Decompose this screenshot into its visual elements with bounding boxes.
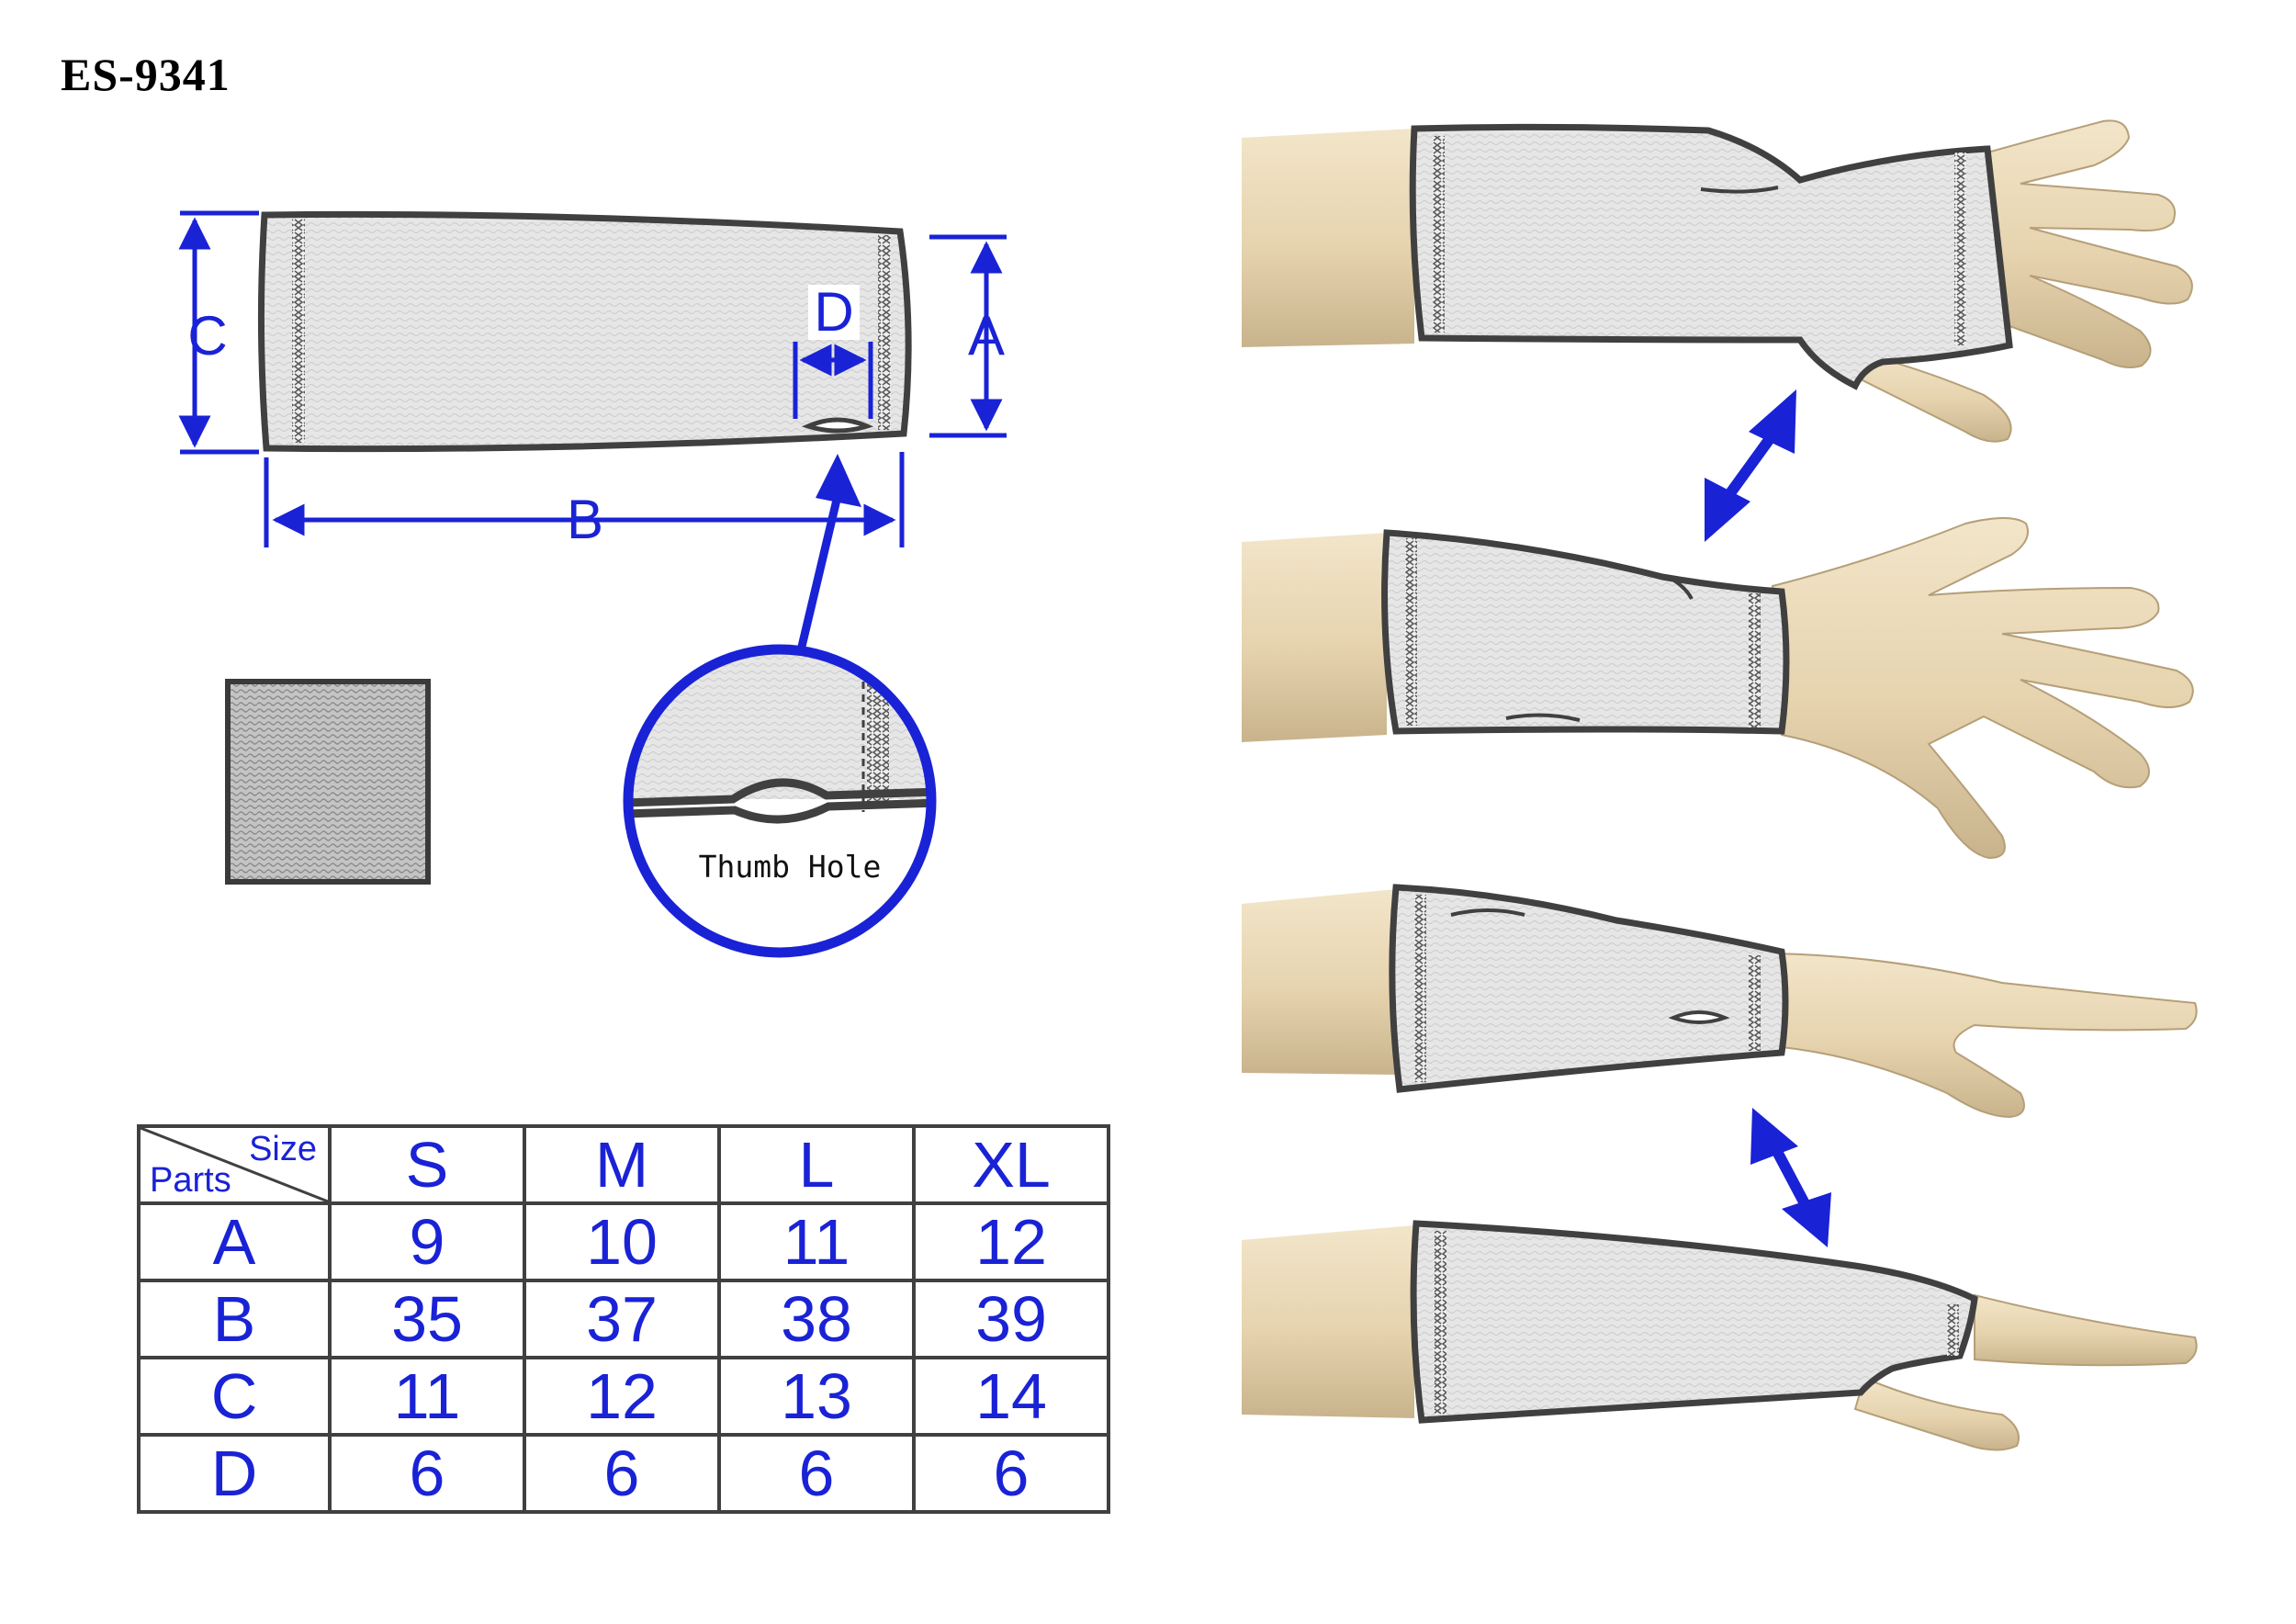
table-cell: 11: [328, 1356, 526, 1437]
dimension-d-label: D: [808, 285, 860, 340]
table-cell: 6: [717, 1433, 916, 1514]
table-cell: 35: [328, 1279, 526, 1359]
table-cell: 9: [328, 1201, 526, 1282]
part-label: B: [137, 1279, 332, 1359]
table-row: A 9 10 11 12: [137, 1201, 1110, 1282]
sleeve-flat-drawing: [257, 210, 912, 453]
dimension-b: [264, 452, 905, 547]
table-cell: 6: [912, 1433, 1110, 1514]
adjust-arrow-1: [1705, 389, 1796, 542]
hand-illustration-4: [1242, 1220, 2198, 1451]
dimension-c-label: C: [187, 305, 228, 367]
size-header-s: S: [328, 1124, 526, 1205]
part-label: D: [137, 1433, 332, 1514]
table-row: D 6 6 6 6: [137, 1433, 1110, 1514]
dimension-d: [793, 342, 873, 419]
table-row: C 11 12 13 14: [137, 1356, 1110, 1437]
thumb-hole-label: Thumb Hole: [698, 849, 882, 885]
table-cell: 12: [912, 1201, 1110, 1282]
part-label: A: [137, 1201, 332, 1282]
hand-illustration-2: [1242, 517, 2194, 860]
dimension-a-label: A: [967, 305, 1006, 367]
table-cell: 37: [523, 1279, 721, 1359]
dimension-a: [929, 234, 1007, 438]
table-cell: 6: [523, 1433, 721, 1514]
table-header-row: Size Parts S M L XL: [137, 1124, 1110, 1205]
thumb-hole-zoom: [623, 644, 937, 958]
table-row: B 35 37 38 39: [137, 1279, 1110, 1359]
size-header-m: M: [523, 1124, 721, 1205]
table-cell: 10: [523, 1201, 721, 1282]
dimension-b-label: B: [566, 489, 604, 550]
callout-arrow: [796, 454, 861, 652]
table-cell: 13: [717, 1356, 916, 1437]
size-header-xl: XL: [912, 1124, 1110, 1205]
table-cell: 12: [523, 1356, 721, 1437]
table-corner-cell: Size Parts: [137, 1124, 332, 1205]
table-cell: 6: [328, 1433, 526, 1514]
hand-illustration-1: [1242, 119, 2193, 443]
hand-illustration-3: [1242, 884, 2198, 1119]
table-cell: 39: [912, 1279, 1110, 1359]
adjust-arrow-2: [1750, 1108, 1831, 1247]
corner-diagonal: [142, 1130, 326, 1200]
corner-size-label: Size: [249, 1130, 317, 1168]
table-cell: 11: [717, 1201, 916, 1282]
model-code: ES-9341: [61, 49, 231, 100]
part-label: C: [137, 1356, 332, 1437]
size-header-l: L: [717, 1124, 916, 1205]
fabric-swatch: [225, 679, 431, 885]
dimension-c: [178, 210, 259, 455]
size-chart-table: Size Parts S M L XL A 9 10 11 12 B 35 37…: [137, 1124, 1110, 1514]
corner-parts-label: Parts: [150, 1161, 231, 1200]
table-cell: 38: [717, 1279, 916, 1359]
table-cell: 14: [912, 1356, 1110, 1437]
